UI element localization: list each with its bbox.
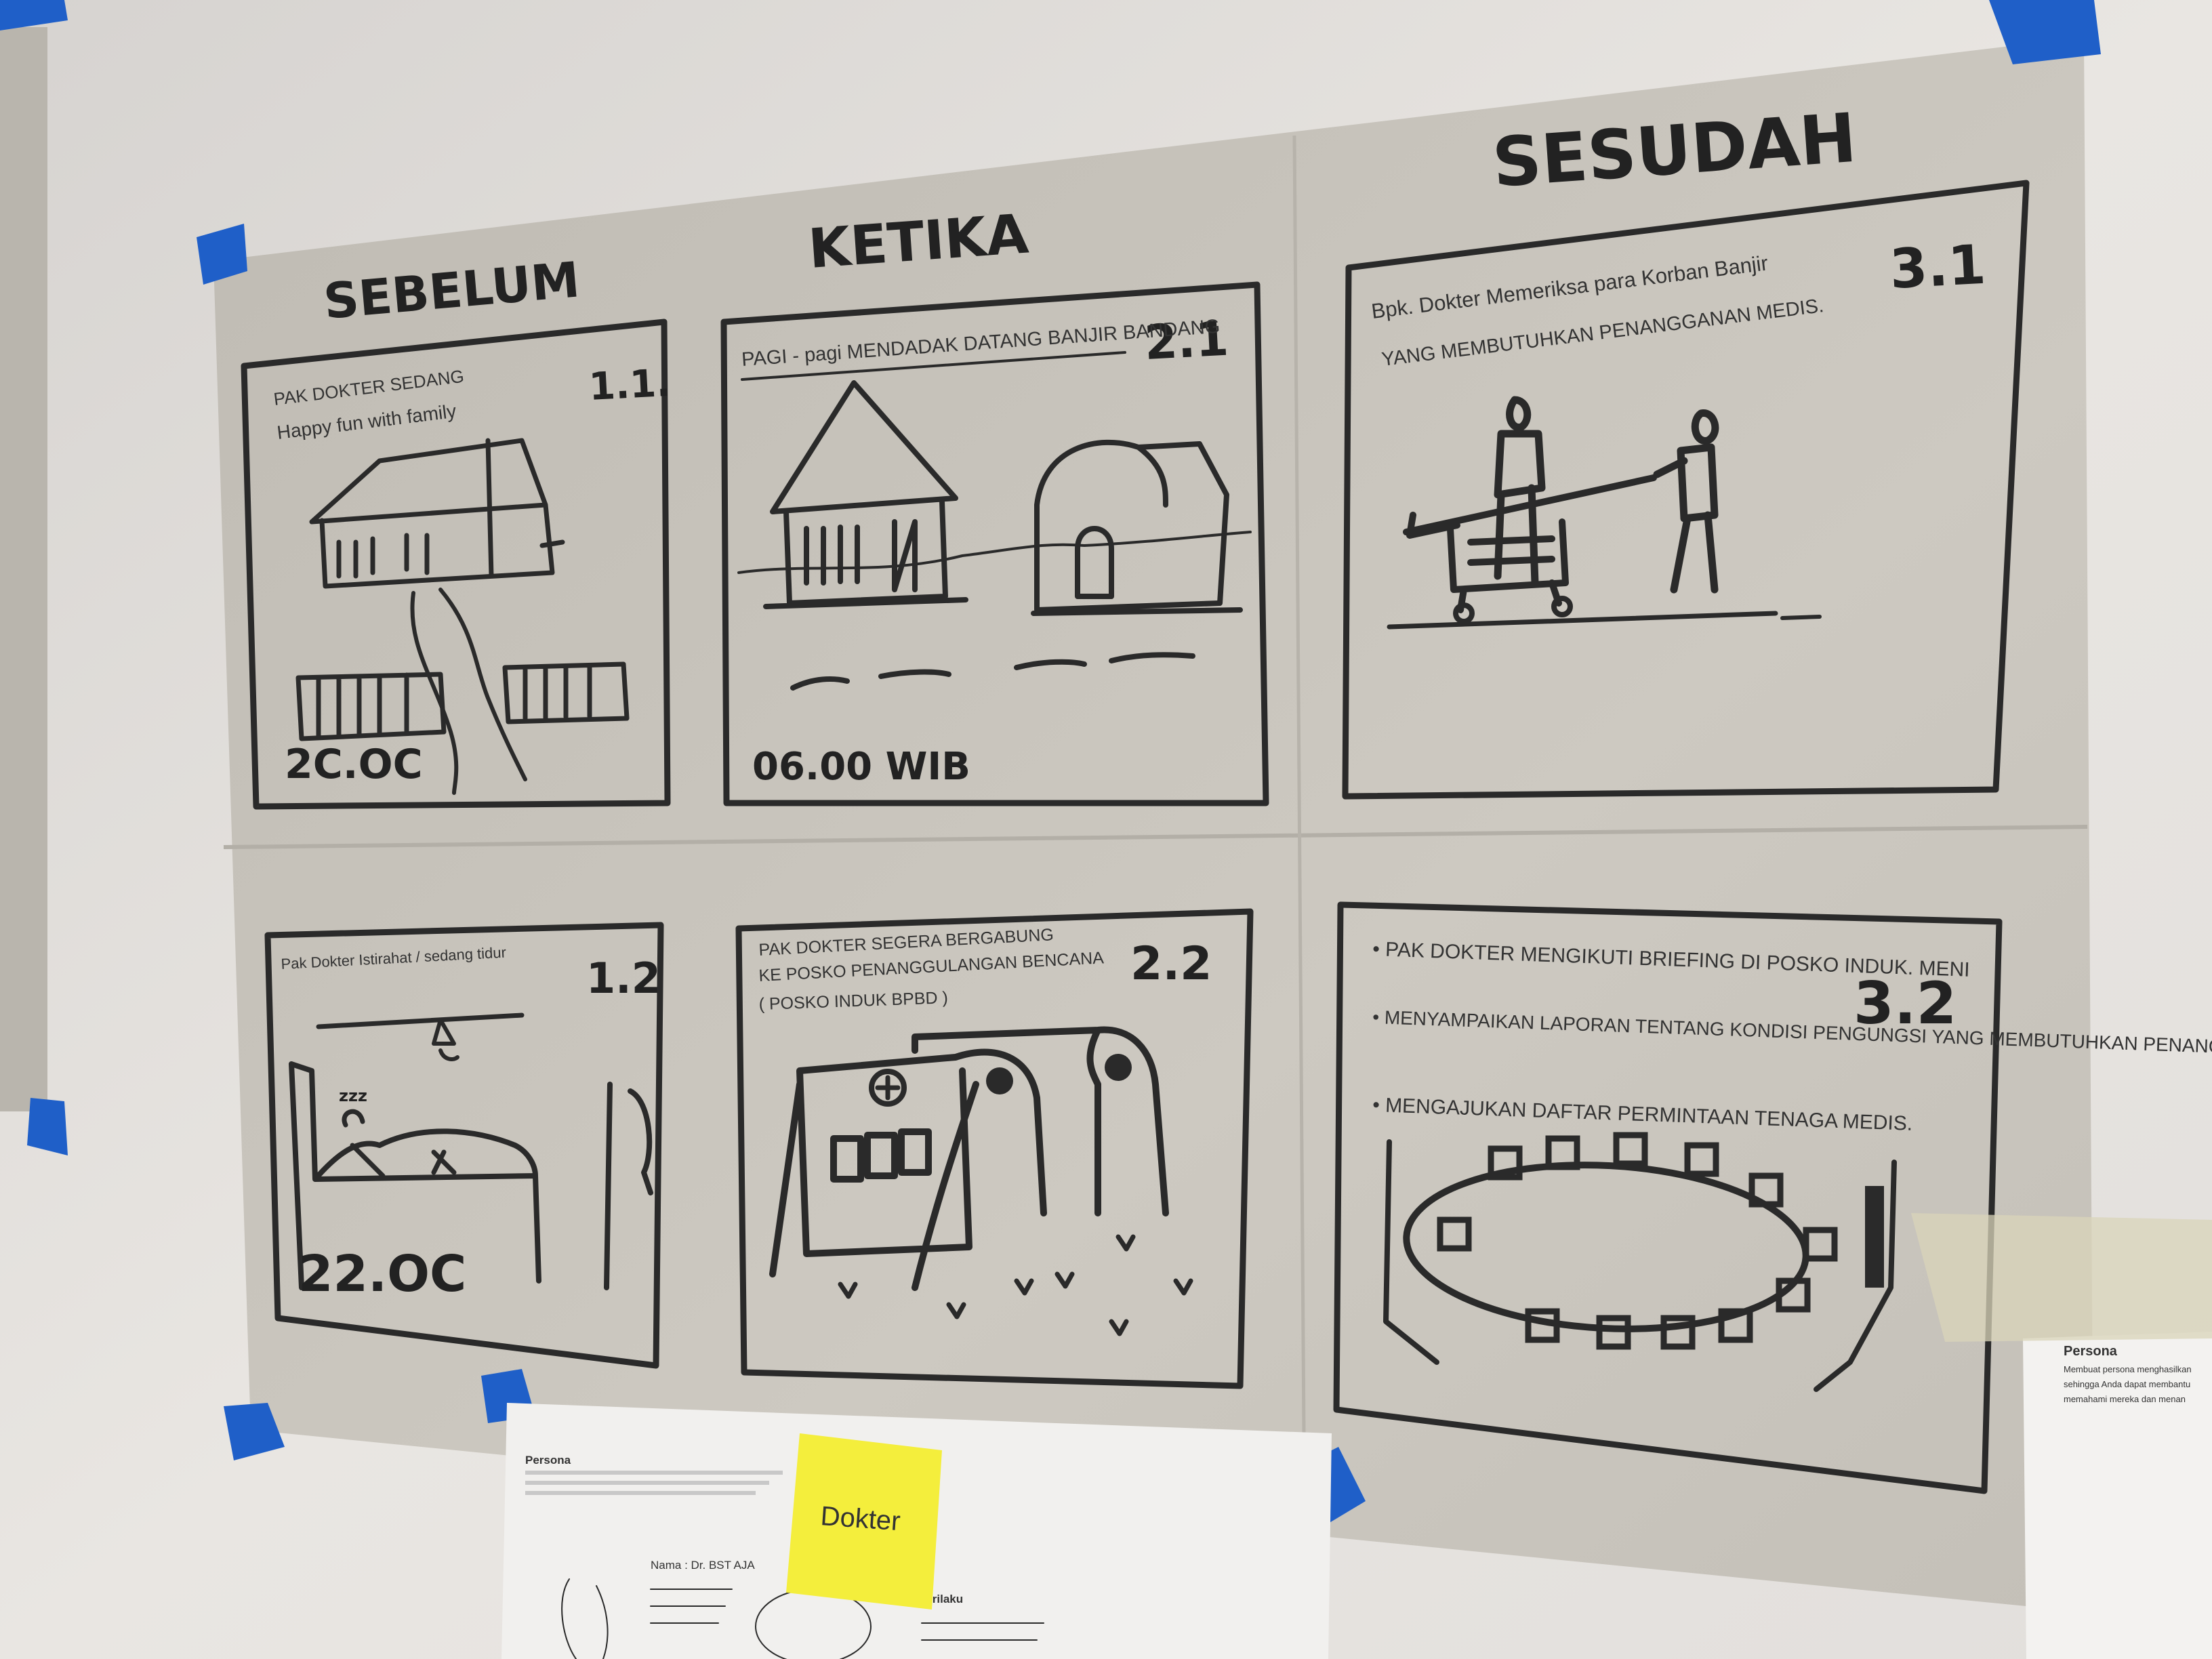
handout-name: Nama : Dr. BST AJA — [651, 1559, 755, 1572]
handout-title: Persona — [525, 1454, 571, 1467]
poster-crease — [1292, 135, 1307, 1525]
panel-number: 2.2 — [1130, 937, 1212, 991]
poster-crease — [223, 825, 2088, 849]
handout-right: Persona Membuat persona menghasilkan seh… — [1911, 1213, 2212, 1659]
handout-line: Membuat persona menghasilkan — [2064, 1364, 2192, 1374]
panel-time: 06.00 WIB — [752, 745, 970, 789]
lamp-drawing — [432, 1018, 459, 1061]
posko-tent-drawing — [769, 1026, 1169, 1291]
house-drawing — [309, 438, 565, 589]
tent-window — [1105, 1054, 1132, 1081]
heading-ketika: KETIKA — [806, 203, 1031, 281]
room-wall-drawing — [1383, 1139, 1897, 1392]
chairs-drawing — [1437, 1132, 1838, 1350]
tent-window — [986, 1067, 1013, 1094]
flood-wave — [790, 652, 1195, 691]
fence-drawing — [295, 661, 630, 741]
panel-number: 1.1. — [588, 361, 672, 409]
person-drawing — [1653, 409, 1719, 594]
left-poster-edge — [0, 27, 47, 1111]
panel-number: 3.1 — [1888, 233, 1987, 301]
panel-number: 2.1 — [1143, 311, 1230, 371]
sleep-zzz: zzz — [339, 1086, 367, 1105]
house-drawing — [763, 380, 968, 609]
panel-number: 3.2 — [1853, 970, 1957, 1038]
panel-number: 1.2 — [586, 954, 661, 1003]
screen-drawing — [1865, 1186, 1884, 1288]
storyboard-poster — [213, 37, 2094, 1613]
flood-water-line — [737, 531, 1252, 574]
sticky-note-label: Dokter — [819, 1501, 901, 1536]
house-drawing — [1031, 439, 1243, 616]
sleeper-drawing — [342, 1109, 457, 1179]
panel-time: 2C.OC — [285, 741, 423, 788]
handout-line: sehingga Anda dapat membantu — [2064, 1379, 2190, 1389]
handout-title: Persona — [2064, 1344, 2118, 1359]
sticky-note: Dokter — [786, 1433, 942, 1610]
person-drawing — [1494, 396, 1546, 587]
panel-time: 22.OC — [298, 1245, 466, 1303]
door-drawing — [604, 1082, 653, 1290]
bed-drawing — [289, 1061, 541, 1290]
handout-line: memahami mereka dan menan — [2064, 1394, 2186, 1404]
grass-drawing — [838, 1234, 1193, 1336]
